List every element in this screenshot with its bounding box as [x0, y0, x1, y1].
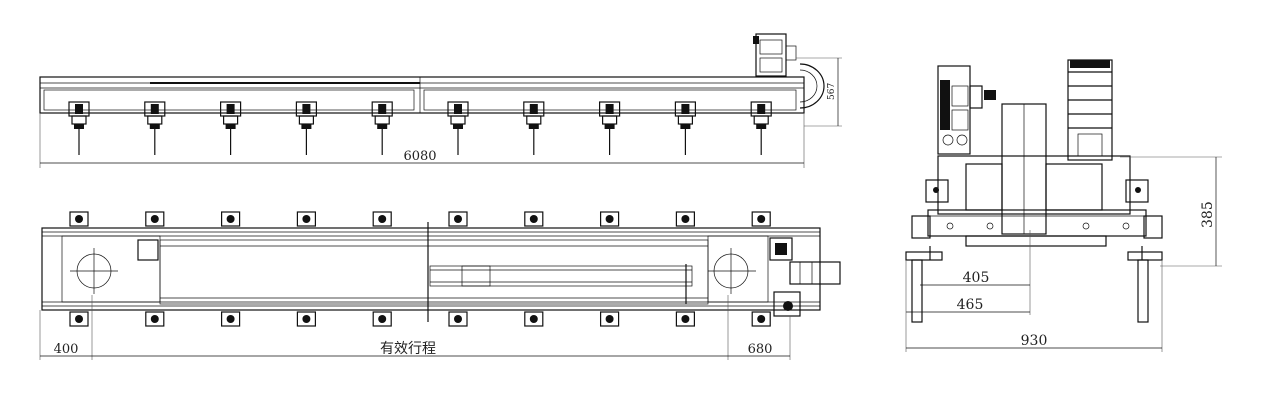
side-dim-b-text: 465: [957, 297, 984, 313]
support-bracket: [144, 101, 166, 155]
support-bracket: [447, 101, 469, 155]
side-width-dimension: 930: [905, 260, 1163, 352]
side-right-motor: [1067, 59, 1113, 161]
mounting-pad-pair: [448, 211, 468, 327]
support-bracket: [750, 101, 772, 155]
support-bracket: [598, 101, 621, 155]
elevation-supports: [68, 101, 772, 155]
mounting-pad-pair: [751, 211, 771, 327]
plan-dimensions: 400 有效行程 680: [39, 295, 791, 360]
mounting-pad-pair: [524, 211, 544, 327]
drive-motor: [753, 33, 825, 109]
side-dim-a-text: 405: [963, 270, 990, 286]
beam-outline: [39, 76, 805, 114]
side-body: [911, 155, 1163, 247]
mounting-pad-pair: [145, 211, 165, 327]
side-width-dim-text: 930: [1021, 333, 1048, 349]
support-bracket: [674, 101, 697, 155]
plan-motor: [769, 237, 841, 317]
support-bracket: [523, 101, 545, 155]
mounting-pad-pair: [599, 211, 620, 327]
support-bracket: [220, 101, 242, 155]
right-end-plate: [707, 235, 769, 303]
height-dimension: 567: [796, 57, 842, 127]
length-dim-text: 6080: [403, 149, 436, 164]
left-dim-text: 400: [54, 342, 79, 357]
mounting-pad-pair: [296, 211, 316, 327]
support-bracket: [68, 101, 90, 155]
mounting-pad-pair: [69, 211, 89, 327]
plan-frame: [41, 227, 821, 311]
support-bracket: [371, 101, 393, 155]
side-inner-dimensions: 405 465: [906, 230, 1031, 315]
side-legs: [905, 246, 1163, 323]
plan-mounting-pads: [69, 211, 771, 327]
height-dim-text: 567: [827, 83, 837, 100]
side-height-dimension: 385: [1120, 156, 1222, 267]
support-bracket: [295, 101, 317, 155]
length-dimension: 6080: [39, 113, 805, 168]
left-plate-box: [137, 239, 159, 261]
plan-view: 400 有效行程 680: [39, 211, 841, 360]
elevation-view: 6080 567: [39, 33, 842, 168]
right-dim-text: 680: [748, 342, 773, 357]
carriage: [427, 222, 693, 322]
mounting-pad-pair: [675, 211, 696, 327]
stroke-label-text: 有效行程: [380, 341, 436, 357]
mounting-pad-pair: [221, 211, 241, 327]
side-height-dim-text: 385: [1200, 201, 1216, 228]
side-left-motor: [937, 65, 996, 155]
side-view: 385 405 465 930: [905, 59, 1222, 352]
mounting-pad-pair: [372, 211, 392, 327]
